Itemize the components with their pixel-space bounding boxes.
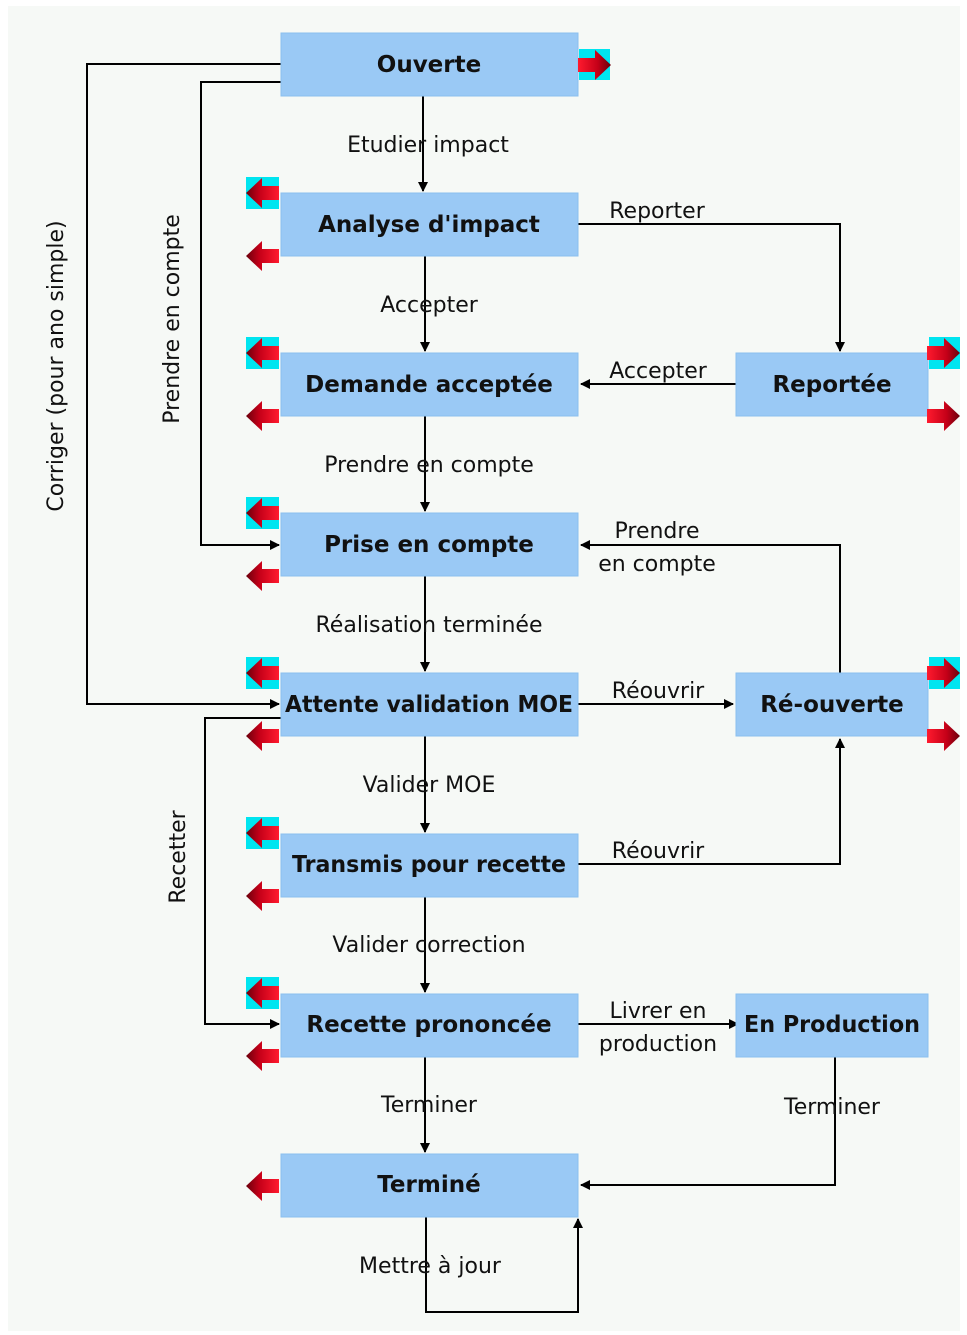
state-prise-en-compte-label: Prise en compte	[324, 532, 534, 558]
label-livrer-line1: Livrer en	[609, 999, 706, 1024]
state-prise-en-compte[interactable]: Prise en compte	[280, 512, 579, 577]
state-termine[interactable]: Terminé	[280, 1153, 579, 1218]
state-transmis-pour-recette-label: Transmis pour recette	[292, 852, 566, 878]
label-accepter: Accepter	[380, 293, 479, 318]
state-ouverte-label: Ouverte	[377, 52, 481, 78]
label-livrer-line2: production	[599, 1032, 717, 1057]
state-en-production[interactable]: En Production	[735, 993, 929, 1058]
label-etudier-impact: Etudier impact	[347, 133, 509, 158]
edge-corriger	[86, 63, 281, 709]
state-recette-prononcee[interactable]: Recette prononcée	[280, 993, 579, 1058]
arrow-left-icon[interactable]	[246, 337, 279, 369]
arrow-right-icon[interactable]	[927, 337, 960, 369]
state-re-ouverte-label: Ré-ouverte	[760, 692, 904, 718]
label-valider-correction: Valider correction	[332, 933, 525, 958]
label-valider-moe: Valider MOE	[363, 773, 496, 798]
state-termine-label: Terminé	[377, 1172, 480, 1198]
arrow-left-icon[interactable]	[246, 1041, 279, 1071]
edge-reouvrir-2	[578, 738, 845, 865]
label-terminer: Terminer	[380, 1093, 478, 1118]
state-demande-acceptee-label: Demande acceptée	[305, 372, 553, 398]
connectors	[86, 63, 845, 1313]
edge-prendre-en-compte-direct	[200, 81, 281, 550]
label-prendre-en-compte: Prendre en compte	[324, 453, 534, 478]
label-mettre-a-jour: Mettre à jour	[359, 1254, 502, 1279]
arrow-left-icon[interactable]	[246, 817, 279, 849]
state-reportee[interactable]: Reportée	[735, 352, 929, 417]
arrow-left-icon[interactable]	[246, 881, 279, 911]
label-prendre-line1: Prendre	[615, 519, 700, 544]
arrow-right-icon[interactable]	[578, 49, 611, 80]
arrow-left-icon[interactable]	[246, 561, 279, 591]
arrow-right-icon[interactable]	[927, 657, 960, 689]
arrow-left-icon[interactable]	[246, 241, 279, 271]
arrow-left-icon[interactable]	[246, 401, 279, 431]
label-corriger: Corriger (pour ano simple)	[44, 220, 69, 511]
arrow-left-icon[interactable]	[246, 977, 279, 1009]
arrow-left-icon[interactable]	[246, 497, 279, 529]
label-accepter-reportee: Accepter	[609, 359, 708, 384]
state-ouverte[interactable]: Ouverte	[280, 32, 579, 97]
arrow-right-icon[interactable]	[927, 721, 960, 751]
state-en-production-label: En Production	[744, 1012, 920, 1038]
arrow-left-icon[interactable]	[246, 177, 279, 209]
label-prendre-en-compte-vertical: Prendre en compte	[160, 214, 185, 424]
arrow-right-icon[interactable]	[927, 401, 960, 431]
state-reportee-label: Reportée	[772, 372, 891, 398]
label-reouvrir-2: Réouvrir	[612, 839, 705, 864]
transition-labels: Etudier impact Accepter Prendre en compt…	[44, 133, 881, 1279]
state-demande-acceptee[interactable]: Demande acceptée	[280, 352, 579, 417]
state-re-ouverte[interactable]: Ré-ouverte	[735, 672, 929, 737]
state-analyse-impact-label: Analyse d'impact	[318, 212, 540, 238]
edge-recetter	[204, 717, 281, 1029]
arrow-left-icon[interactable]	[246, 721, 279, 751]
state-transmis-pour-recette[interactable]: Transmis pour recette	[280, 833, 579, 898]
label-realisation-terminee: Réalisation terminée	[316, 613, 543, 638]
label-recetter: Recetter	[166, 809, 191, 903]
state-recette-prononcee-label: Recette prononcée	[306, 1012, 551, 1038]
edge-terminer-from-production	[580, 1057, 836, 1190]
label-reporter: Reporter	[609, 199, 705, 224]
state-analyse-impact[interactable]: Analyse d'impact	[280, 192, 579, 257]
label-reouvrir-1: Réouvrir	[612, 679, 705, 704]
arrow-left-icon[interactable]	[246, 1171, 279, 1201]
state-attente-validation-moe[interactable]: Attente validation MOE	[280, 672, 579, 737]
edge-reporter	[578, 223, 845, 352]
arrow-left-icon[interactable]	[246, 657, 279, 689]
state-boxes: Ouverte Analyse d'impact Demande accepté…	[280, 32, 929, 1218]
label-prendre-line2: en compte	[598, 552, 716, 577]
edge-mettre-a-jour	[425, 1217, 583, 1313]
state-attente-validation-moe-label: Attente validation MOE	[285, 692, 573, 718]
edge-prendre-from-reouverte	[580, 540, 841, 673]
label-terminer-production: Terminer	[783, 1095, 881, 1120]
arrow-icons	[246, 49, 960, 1201]
